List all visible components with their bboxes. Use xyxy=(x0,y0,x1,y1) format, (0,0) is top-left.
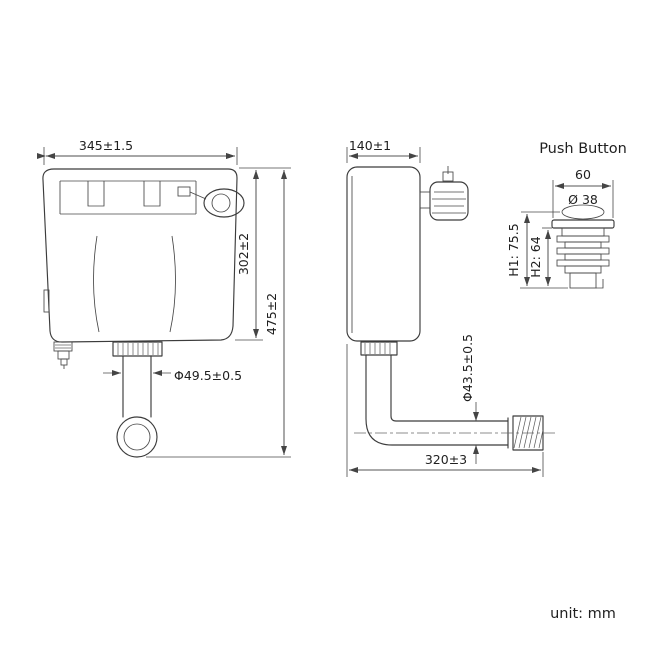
inlet-valve-fitting xyxy=(53,341,73,369)
dim-button-h2: H2: 64 xyxy=(528,236,543,277)
dim-button-width: 60 xyxy=(575,167,591,182)
cistern-side-outline xyxy=(346,166,421,342)
button-cap-ellipse xyxy=(561,204,605,220)
actuator xyxy=(419,166,469,221)
front-view-dimensions: 345±1.5 302±2 475±2 Φ49.5±0.5 xyxy=(37,138,291,458)
dim-outlet-diameter: Φ49.5±0.5 xyxy=(174,368,242,383)
cistern-front-outline xyxy=(42,168,238,343)
flush-pipe-elbow xyxy=(354,354,556,451)
front-flush-outlet xyxy=(112,341,163,458)
front-view: 345±1.5 302±2 475±2 Φ49.5±0.5 xyxy=(37,138,291,458)
dim-total-height: 475±2 xyxy=(264,293,279,335)
dim-pipe-length: 320±3 xyxy=(425,452,467,467)
dim-depth: 140±1 xyxy=(349,138,391,153)
unit-note: unit: mm xyxy=(550,606,616,622)
push-button-title: Push Button xyxy=(539,141,627,157)
side-view: 140±1 Φ43.5±0.5 320±3 xyxy=(346,138,556,477)
side-view-dimensions: 140±1 Φ43.5±0.5 320±3 xyxy=(346,138,544,477)
inlet-seal xyxy=(203,188,245,218)
dim-pipe-diameter: Φ43.5±0.5 xyxy=(460,334,475,402)
dim-tank-height: 302±2 xyxy=(236,233,251,275)
dim-front-width: 345±1.5 xyxy=(79,138,133,153)
dim-button-h1: H1: 75.5 xyxy=(506,223,521,276)
flush-pipe-end-circle xyxy=(116,416,158,458)
push-button-detail: Push Button 60 Ø 38 H1: 75.5 xyxy=(506,141,627,289)
dim-button-diameter: Ø 38 xyxy=(568,192,598,207)
button-body xyxy=(551,219,615,289)
